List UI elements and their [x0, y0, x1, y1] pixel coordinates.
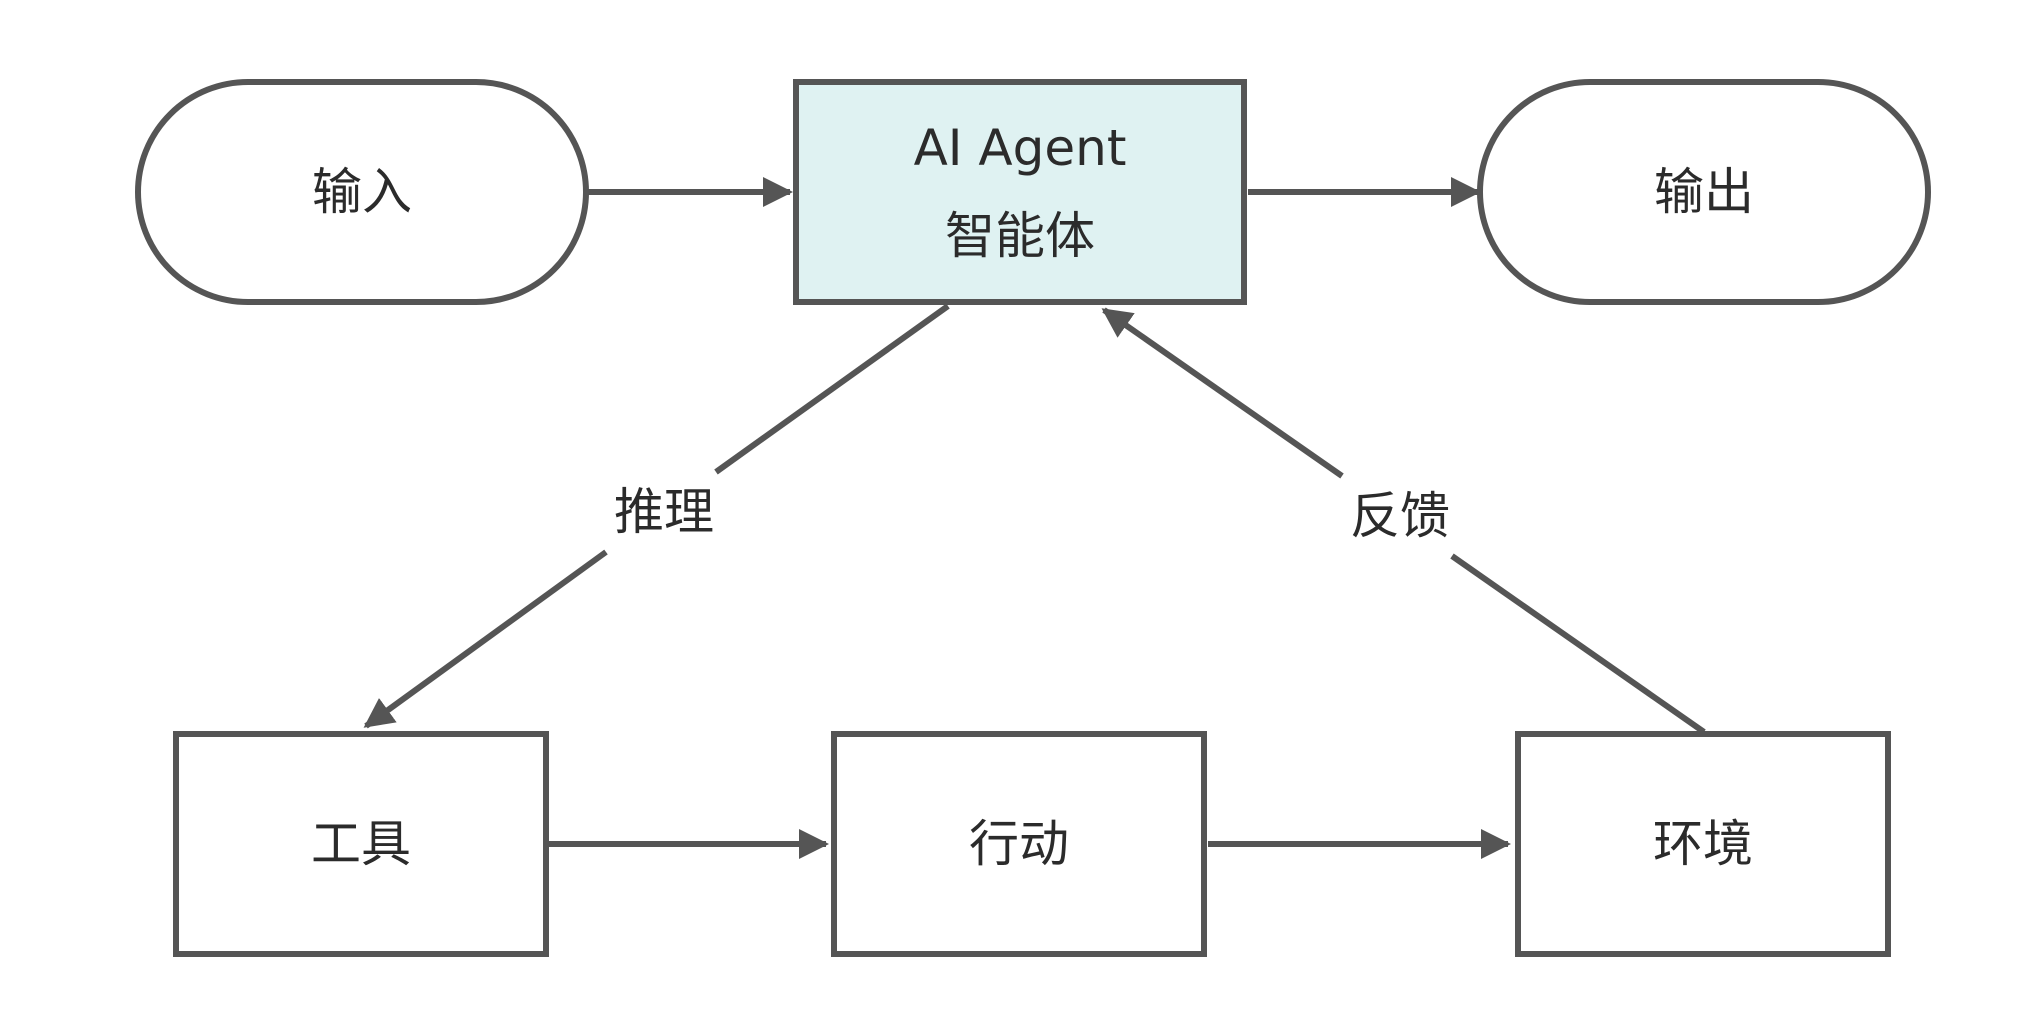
- node-action: 行动: [831, 731, 1207, 957]
- node-environment-label: 环境: [1653, 815, 1753, 873]
- edge-label-reasoning: 推理: [614, 483, 714, 541]
- node-environment: 环境: [1515, 731, 1891, 957]
- node-tools: 工具: [173, 731, 549, 957]
- edge-feedback-segment-bottom: [1450, 553, 1706, 735]
- node-ai-agent: AI Agent 智能体: [793, 79, 1247, 305]
- node-ai-agent-label-line2: 智能体: [945, 207, 1095, 265]
- node-input: 输入: [135, 79, 589, 305]
- node-output-label: 输出: [1654, 163, 1754, 221]
- edge-feedback-segment-top: [1101, 307, 1344, 479]
- node-tools-label: 工具: [311, 815, 411, 873]
- node-ai-agent-label-line1: AI Agent: [914, 119, 1127, 177]
- edge-reasoning-segment-bottom: [363, 549, 608, 729]
- edge-label-feedback: 反馈: [1350, 487, 1450, 545]
- edge-reasoning-segment-top: [714, 303, 950, 475]
- node-input-label: 输入: [312, 163, 412, 221]
- node-output: 输出: [1477, 79, 1931, 305]
- node-action-label: 行动: [969, 815, 1069, 873]
